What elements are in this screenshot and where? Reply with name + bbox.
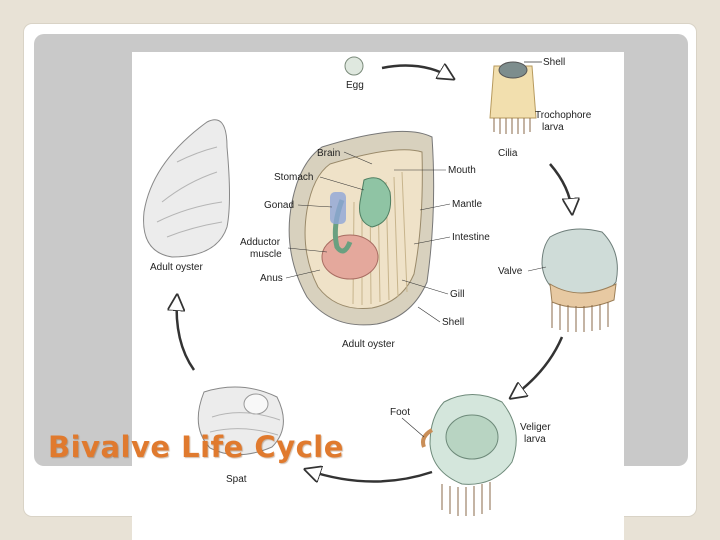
label-mantle: Mantle	[452, 199, 482, 210]
label-foot: Foot	[390, 407, 410, 418]
trochophore-larva	[489, 61, 537, 134]
label-adult-left: Adult oyster	[150, 262, 203, 273]
adult-oyster-anatomy	[288, 130, 435, 326]
label-mouth: Mouth	[448, 165, 476, 176]
life-cycle-diagram: Egg Shell Trochophore larva Cilia Adult …	[132, 52, 624, 540]
arrow-egg-to-trochophore	[381, 66, 452, 78]
label-egg: Egg	[346, 80, 364, 91]
veliger-larva	[421, 394, 517, 516]
label-valve: Valve	[498, 266, 523, 277]
label-larva-2: larva	[524, 434, 546, 445]
label-anus: Anus	[260, 273, 283, 284]
label-trochophore: Trochophore	[535, 110, 592, 121]
label-adductor: Adductor	[240, 237, 281, 248]
label-shell-top: Shell	[543, 57, 565, 68]
label-larva-1: larva	[542, 122, 564, 133]
label-intestine: Intestine	[452, 232, 490, 243]
spat-shell	[197, 386, 284, 456]
egg-shape	[344, 56, 364, 76]
arrow-spat-to-adult	[177, 297, 196, 371]
label-spat: Spat	[226, 474, 247, 485]
label-brain: Brain	[317, 148, 340, 159]
label-shell-mid: Shell	[442, 317, 464, 328]
label-muscle: muscle	[250, 249, 282, 260]
label-veliger: Veliger	[520, 422, 551, 433]
arrow-trochophore-to-valve	[549, 163, 572, 212]
valve-larva	[541, 228, 618, 332]
label-adult-center: Adult oyster	[342, 339, 395, 350]
label-gill: Gill	[450, 289, 464, 300]
label-stomach: Stomach	[274, 172, 313, 183]
arrow-veliger-to-spat	[307, 470, 433, 482]
adult-oyster-left	[143, 119, 230, 258]
arrow-valve-to-veliger	[512, 336, 564, 397]
slide-title: Bivalve Life Cycle	[48, 430, 344, 464]
diagram-svg: Egg Shell Trochophore larva Cilia Adult …	[143, 56, 618, 516]
label-gonad: Gonad	[264, 200, 294, 211]
label-cilia: Cilia	[498, 148, 518, 159]
